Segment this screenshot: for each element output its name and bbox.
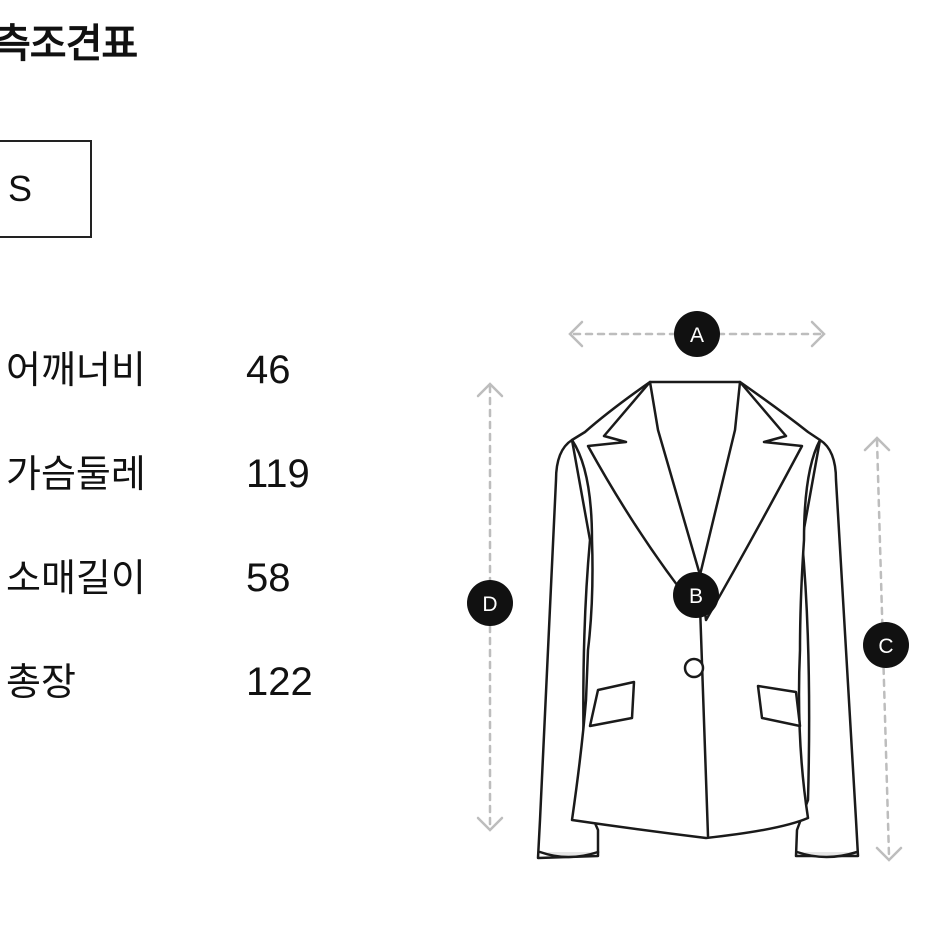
marker-d: D <box>467 580 513 626</box>
jacket-front-opening <box>698 604 710 838</box>
jacket-button <box>683 657 705 679</box>
jacket-right-lapel <box>698 380 804 622</box>
marker-b-label: B <box>689 585 703 608</box>
guide-arrow-a-right <box>810 320 826 348</box>
measurement-value: 119 <box>246 452 310 496</box>
marker-c: C <box>863 622 909 668</box>
marker-c-label: C <box>878 635 893 658</box>
guide-arrow-d-bottom <box>476 816 504 832</box>
marker-a: A <box>674 311 720 357</box>
marker-b: B <box>673 572 719 618</box>
jacket-left-pocket <box>588 680 636 728</box>
measurement-value: 122 <box>246 660 313 704</box>
page-title: 측조견표 <box>0 21 138 67</box>
marker-d-label: D <box>482 593 497 616</box>
guide-arrow-c-top <box>863 436 891 452</box>
jacket-measurement-diagram: A B C D <box>467 311 909 862</box>
measurement-label: 어깨너비 <box>6 348 146 392</box>
size-option-label: S <box>8 168 33 209</box>
jacket-right-sleeve <box>794 438 860 858</box>
measurement-label: 총장 <box>6 660 76 704</box>
jacket-right-cuff <box>795 850 859 859</box>
jacket-illustration <box>536 380 860 860</box>
marker-a-label: A <box>690 324 704 347</box>
measurement-label: 가슴둘레 <box>6 452 146 496</box>
guide-arrow-d-top <box>476 382 504 398</box>
guide-arrow-a-left <box>568 320 584 348</box>
guide-arrow-c-bottom <box>875 846 903 862</box>
size-option-box[interactable]: S <box>0 140 92 238</box>
measurement-label: 소매길이 <box>6 556 146 600</box>
measurement-value: 58 <box>246 556 291 600</box>
jacket-right-pocket <box>756 684 802 728</box>
jacket-left-cuff <box>538 850 600 859</box>
measurement-value: 46 <box>246 348 291 392</box>
